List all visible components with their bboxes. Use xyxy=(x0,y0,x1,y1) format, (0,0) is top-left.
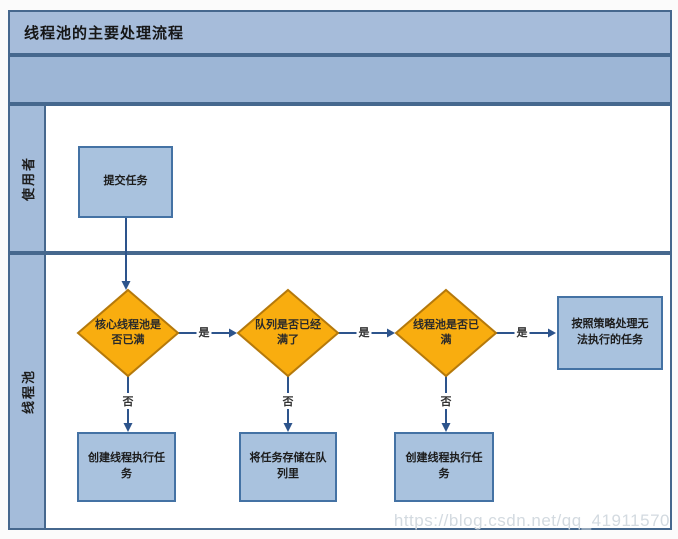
submit-task-label: 提交任务 xyxy=(103,175,148,188)
flow-box-store-in-queue: 将任务存储在队列里 xyxy=(239,432,337,502)
edge-label-yes-1: 是 xyxy=(196,324,212,340)
reject-policy-label: 按照策略处理无法执行的任务 xyxy=(571,318,649,346)
edge-label-no-3: 否 xyxy=(438,393,454,409)
edge-label-no-2: 否 xyxy=(280,393,296,409)
phase-header-row xyxy=(8,55,672,104)
edge-label-yes-2: 是 xyxy=(356,324,372,340)
flow-box-create-thread-1: 创建线程执行任务 xyxy=(77,432,176,502)
diagram-title: 线程池的主要处理流程 xyxy=(24,26,185,42)
decision-queue-full-shape xyxy=(236,288,340,378)
decision-pool-full-label: 线程池是否已满 xyxy=(413,319,479,346)
flow-box-create-thread-2: 创建线程执行任务 xyxy=(394,432,494,502)
decision-pool-full-shape xyxy=(394,288,498,378)
edge-submit-to-core-full xyxy=(121,218,131,290)
decision-queue-full-label: 队列是否已经满了 xyxy=(255,319,321,346)
store-in-queue-label: 将任务存储在队列里 xyxy=(249,452,327,480)
edge-label-yes-3: 是 xyxy=(514,324,530,340)
create-thread-1-label: 创建线程执行任务 xyxy=(88,452,165,480)
lane-label-user: 使用者 xyxy=(8,104,46,253)
create-thread-2-label: 创建线程执行任务 xyxy=(405,452,483,480)
decision-core-pool-full-label: 核心线程池是否已满 xyxy=(95,319,161,346)
decision-core-pool-full-shape xyxy=(76,288,180,378)
edge-label-no-1: 否 xyxy=(120,393,136,409)
csdn-watermark: https://blog.csdn.net/qq_41911570 xyxy=(393,511,670,530)
flow-box-submit-task: 提交任务 xyxy=(78,146,173,218)
flow-box-reject-policy: 按照策略处理无法执行的任务 xyxy=(557,296,663,370)
diagram-title-bar: 线程池的主要处理流程 xyxy=(8,10,672,55)
lane-label-pool: 线程池 xyxy=(8,253,46,530)
